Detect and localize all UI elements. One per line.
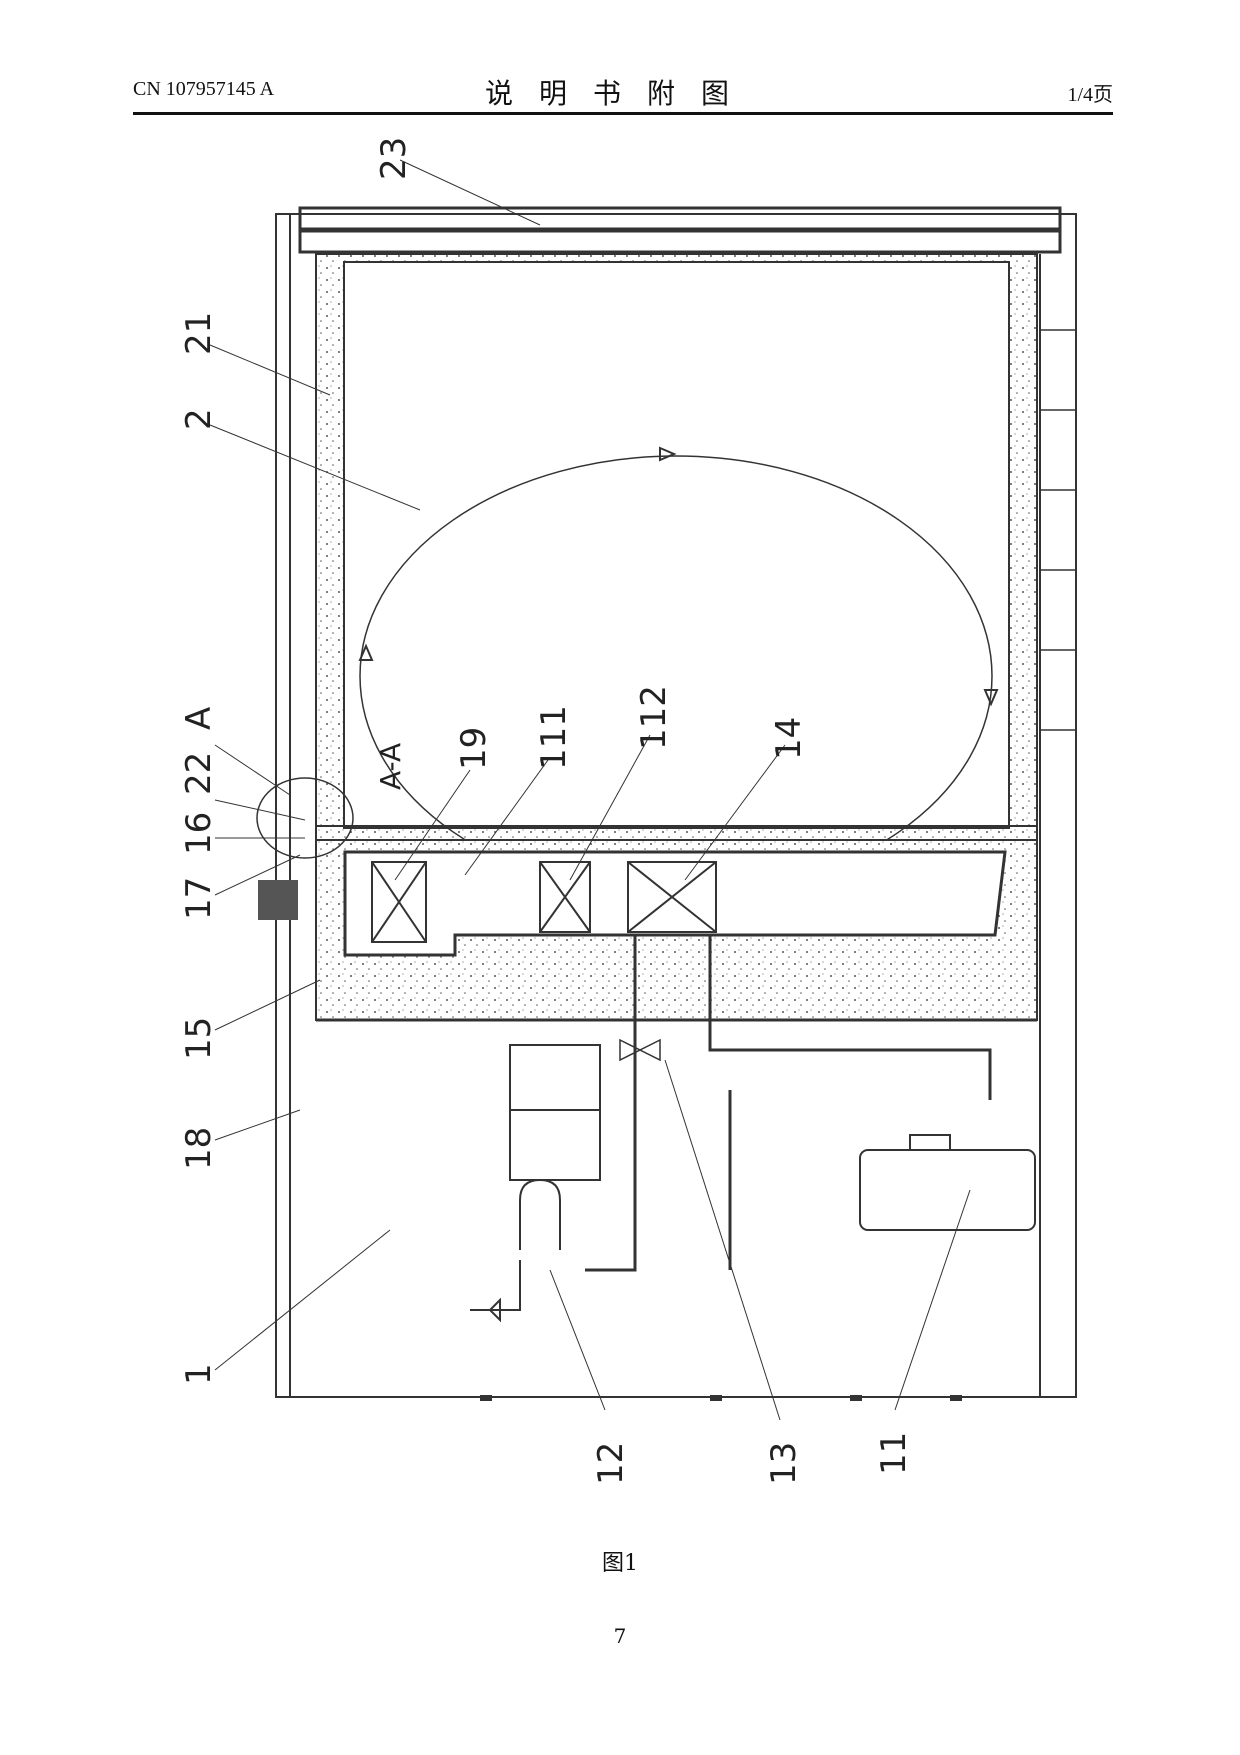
label-18: 18 [179, 1127, 219, 1170]
label-111: 111 [534, 705, 574, 770]
label-15: 15 [179, 1017, 219, 1060]
label-a: A [179, 707, 219, 730]
label-22: 22 [179, 752, 219, 795]
label-13: 13 [764, 1442, 804, 1485]
label-16: 16 [179, 812, 219, 855]
evaporator-14 [627, 861, 717, 933]
reference-labels: 23 21 2 A 22 16 17 15 18 1 19 111 112 14… [179, 137, 914, 1485]
label-112: 112 [634, 685, 674, 750]
compressor-12 [519, 1178, 561, 1250]
condenser [509, 1044, 601, 1181]
label-21: 21 [179, 312, 219, 355]
label-12: 12 [591, 1442, 631, 1485]
page-title: 说明书附图 [484, 77, 755, 110]
page-indicator: 1/4页 [1067, 84, 1113, 106]
cabinet-chamber [343, 261, 1010, 829]
figure-caption: 图1 [602, 1551, 638, 1576]
label-2: 2 [179, 408, 219, 430]
label-23: 23 [374, 137, 414, 180]
fan-19 [371, 861, 427, 943]
label-19: 19 [454, 727, 494, 770]
cabinet-outline [275, 213, 1077, 1398]
component-11 [859, 1149, 1036, 1231]
page-number: 7 [613, 1624, 627, 1648]
detail-a [256, 777, 354, 859]
label-a-a: A-A [374, 743, 407, 790]
label-17: 17 [179, 877, 219, 920]
document-number: CN 107957145 A [133, 78, 275, 100]
label-14: 14 [769, 717, 809, 760]
label-11: 11 [874, 1432, 914, 1475]
label-1: 1 [179, 1363, 219, 1385]
fan-112 [539, 861, 591, 933]
header-rule [133, 112, 1113, 115]
